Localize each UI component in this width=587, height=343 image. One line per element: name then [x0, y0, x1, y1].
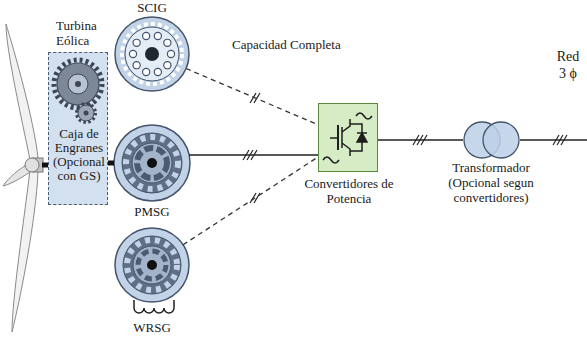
connector: [183, 157, 318, 245]
grid-label: Red 3 ϕ: [553, 48, 583, 82]
turbine-illustration: [3, 24, 43, 332]
gearbox-fill: [48, 52, 108, 205]
node-label: WRSG: [112, 320, 192, 335]
rotor-bar: [164, 62, 171, 69]
transformer-symbol: [464, 122, 519, 158]
rotor-bar: [143, 68, 150, 75]
node-label: Turbina Eólica: [56, 18, 112, 48]
gearbox-box: Caja de Engranes (Opcional con GS): [48, 52, 108, 205]
rotor-bar: [129, 50, 136, 57]
field-winding-coil: [134, 300, 174, 313]
gear-illustration: [54, 60, 102, 123]
scig-generator: SCIG: [115, 17, 189, 91]
scig-illustration: [115, 17, 189, 91]
node-label: SCIG: [112, 0, 192, 15]
rotor-bar: [133, 39, 140, 46]
rotor-bar: [133, 62, 140, 69]
rotor-bar: [143, 32, 150, 39]
node-label: Convertidores de Potencia: [297, 176, 401, 206]
node-label: PMSG: [112, 204, 192, 219]
rotor-bar: [154, 32, 161, 39]
capacity-note: Capacidad Completa: [232, 37, 356, 52]
power-converter: Convertidores de Potencia: [318, 103, 378, 172]
node-label: Transformador (Opcional segun convertido…: [435, 160, 547, 205]
rotor-bar: [154, 68, 161, 75]
connector: [378, 139, 463, 141]
converter-symbol: [323, 113, 372, 163]
wrsg-generator: WRSG: [115, 228, 189, 302]
wrsg-illustration: [115, 228, 189, 313]
rotor-bar: [167, 50, 174, 57]
transformer: Transformador (Opcional segun convertido…: [463, 122, 520, 158]
connector: [186, 69, 318, 125]
pmsg-illustration: [114, 125, 190, 201]
rotor-bar: [164, 39, 171, 46]
grid-line: [520, 139, 587, 141]
wind-turbine: Turbina Eólica: [0, 40, 42, 300]
converter-fill: [318, 103, 378, 172]
pmsg-generator: PMSG: [114, 125, 190, 201]
connector: [108, 161, 114, 166]
connector: [189, 154, 318, 156]
node-label: Caja de Engranes (Opcional con GS): [50, 127, 108, 183]
